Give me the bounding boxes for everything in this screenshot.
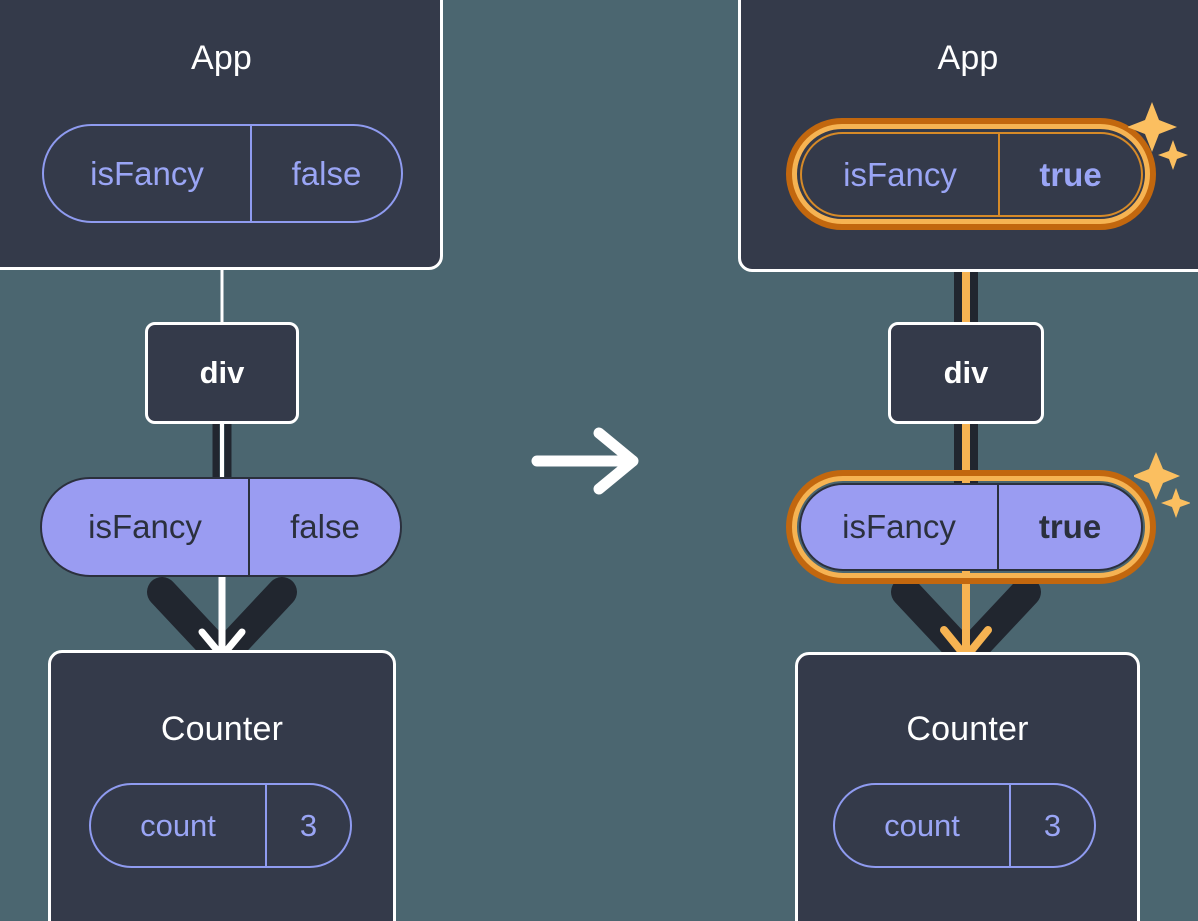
app-panel-title-after: App bbox=[937, 39, 999, 77]
app-panel-title-before: App bbox=[190, 39, 253, 77]
counter-state-value-after: 3 bbox=[1009, 785, 1094, 866]
passed-prop-highlight-ring-after bbox=[786, 470, 1156, 584]
passed-prop-value-before: false bbox=[248, 479, 400, 575]
div-node-before[interactable]: div bbox=[145, 322, 299, 424]
counter-state-pill-before[interactable]: count 3 bbox=[89, 783, 352, 868]
app-prop-pill-after[interactable]: isFancy true bbox=[800, 132, 1143, 217]
counter-state-pill-after[interactable]: count 3 bbox=[833, 783, 1096, 868]
counter-panel-title-after: Counter bbox=[906, 710, 1029, 748]
sparkles-icon-prop-after bbox=[1134, 452, 1190, 518]
counter-panel-after: Counter bbox=[795, 652, 1140, 921]
app-prop-pill-before[interactable]: isFancy false bbox=[42, 124, 403, 223]
div-node-label-before: div bbox=[199, 355, 245, 390]
passed-prop-key-before: isFancy bbox=[88, 508, 202, 545]
passed-prop-pill-before[interactable]: isFancy false bbox=[40, 477, 402, 577]
passed-prop-pill-after[interactable]: isFancy true bbox=[799, 483, 1143, 571]
app-prop-value-after: true bbox=[998, 134, 1141, 215]
counter-state-key-before: count bbox=[140, 807, 216, 843]
app-prop-highlight-ring-after bbox=[786, 118, 1156, 230]
div-node-label-after: div bbox=[943, 355, 989, 390]
app-prop-key-after: isFancy bbox=[843, 155, 957, 193]
div-node-after[interactable]: div bbox=[888, 322, 1044, 424]
passed-prop-key-after: isFancy bbox=[842, 508, 956, 545]
sparkles-icon-app-after bbox=[1128, 102, 1188, 170]
app-prop-value-before: false bbox=[250, 126, 401, 221]
app-prop-key-before: isFancy bbox=[90, 154, 204, 192]
counter-state-value-before: 3 bbox=[265, 785, 350, 866]
passed-prop-value-after: true bbox=[997, 485, 1141, 569]
counter-state-key-after: count bbox=[884, 807, 960, 843]
transition-arrow-icon bbox=[531, 427, 639, 495]
counter-panel-title-before: Counter bbox=[160, 710, 284, 748]
